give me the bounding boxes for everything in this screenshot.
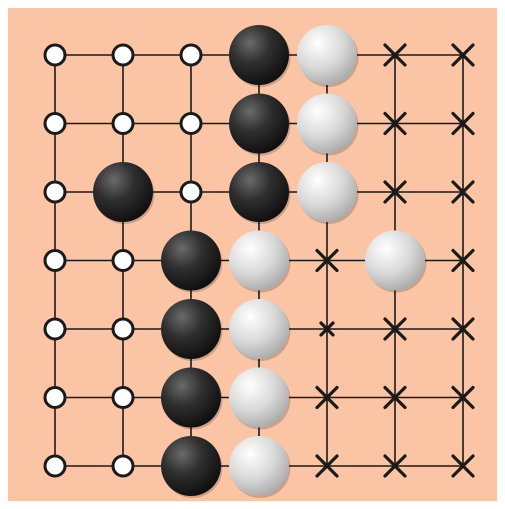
- black-territory-marker[interactable]: [43, 180, 67, 204]
- black-territory-marker[interactable]: [179, 180, 203, 204]
- black-stone-body: [161, 299, 221, 359]
- black-stone-body: [229, 93, 289, 154]
- white-territory-marker[interactable]: [383, 454, 407, 478]
- white-territory-marker[interactable]: [383, 385, 407, 410]
- black-territory-marker[interactable]: [43, 317, 67, 341]
- cross-stroke: [451, 385, 475, 410]
- white-stone[interactable]: [229, 367, 291, 430]
- white-territory-marker[interactable]: [383, 111, 407, 136]
- white-territory-marker[interactable]: [383, 180, 407, 204]
- white-stone-body: [229, 299, 289, 359]
- white-territory-marker[interactable]: [383, 317, 407, 341]
- black-stone[interactable]: [161, 436, 223, 498]
- black-territory-marker[interactable]: [179, 43, 203, 67]
- black-stone[interactable]: [229, 162, 291, 224]
- white-stone-body: [297, 162, 357, 222]
- black-stone[interactable]: [161, 299, 223, 361]
- black-territory-marker[interactable]: [43, 386, 67, 409]
- black-stone-body: [161, 367, 221, 428]
- white-stone[interactable]: [365, 230, 427, 293]
- black-stone[interactable]: [229, 93, 291, 156]
- black-stone-body: [161, 230, 221, 291]
- white-territory-marker[interactable]: [451, 248, 475, 273]
- white-territory-marker[interactable]: [315, 248, 339, 273]
- white-stone-body: [229, 367, 289, 428]
- white-territory-marker[interactable]: [315, 385, 339, 410]
- black-stone[interactable]: [161, 230, 223, 293]
- white-stone-body: [297, 93, 357, 154]
- white-territory-marker[interactable]: [451, 317, 475, 341]
- white-territory-marker[interactable]: [451, 111, 475, 136]
- black-territory-marker[interactable]: [43, 454, 67, 478]
- white-stone[interactable]: [229, 436, 291, 498]
- cross-stroke: [383, 385, 407, 410]
- black-territory-marker[interactable]: [111, 317, 135, 341]
- black-territory-marker[interactable]: [43, 43, 67, 67]
- cross-stroke: [451, 111, 475, 136]
- cross-stroke: [383, 43, 407, 67]
- black-territory-marker[interactable]: [111, 454, 135, 478]
- white-stone[interactable]: [229, 230, 291, 293]
- cross-stroke: [383, 317, 407, 341]
- white-stone-body: [229, 230, 289, 291]
- white-stone[interactable]: [297, 93, 359, 156]
- cross-stroke: [383, 454, 407, 478]
- black-stone[interactable]: [93, 162, 155, 224]
- cross-stroke: [315, 248, 339, 273]
- white-stone[interactable]: [297, 162, 359, 224]
- black-territory-marker[interactable]: [111, 43, 135, 67]
- white-stone-body: [297, 25, 357, 85]
- board-marks: [43, 25, 475, 498]
- cross-stroke: [451, 248, 475, 273]
- cross-stroke: [451, 454, 475, 478]
- white-stone[interactable]: [229, 299, 291, 361]
- white-territory-marker[interactable]: [451, 180, 475, 204]
- black-territory-marker[interactable]: [111, 249, 135, 272]
- cross-stroke: [451, 180, 475, 204]
- white-territory-marker-small[interactable]: [319, 321, 335, 337]
- cross-stroke: [319, 321, 335, 337]
- black-stone-body: [93, 162, 153, 222]
- white-stone-body: [229, 436, 289, 496]
- white-territory-marker[interactable]: [315, 454, 339, 478]
- white-territory-marker[interactable]: [451, 385, 475, 410]
- black-territory-marker[interactable]: [43, 249, 67, 272]
- black-stone[interactable]: [161, 367, 223, 430]
- black-territory-marker[interactable]: [43, 112, 67, 135]
- cross-stroke: [451, 43, 475, 67]
- cross-stroke: [315, 385, 339, 410]
- black-stone-body: [161, 436, 221, 496]
- black-stone[interactable]: [229, 25, 291, 87]
- cross-stroke: [451, 317, 475, 341]
- black-territory-marker[interactable]: [111, 386, 135, 409]
- cross-stroke: [383, 111, 407, 136]
- black-territory-marker[interactable]: [179, 112, 203, 135]
- black-stone-body: [229, 25, 289, 85]
- white-stone[interactable]: [297, 25, 359, 87]
- white-territory-marker[interactable]: [451, 454, 475, 478]
- black-stone-body: [229, 162, 289, 222]
- cross-stroke: [315, 454, 339, 478]
- black-territory-marker[interactable]: [111, 112, 135, 135]
- white-territory-marker[interactable]: [451, 43, 475, 67]
- cross-stroke: [383, 180, 407, 204]
- white-stone-body: [365, 230, 425, 291]
- white-territory-marker[interactable]: [383, 43, 407, 67]
